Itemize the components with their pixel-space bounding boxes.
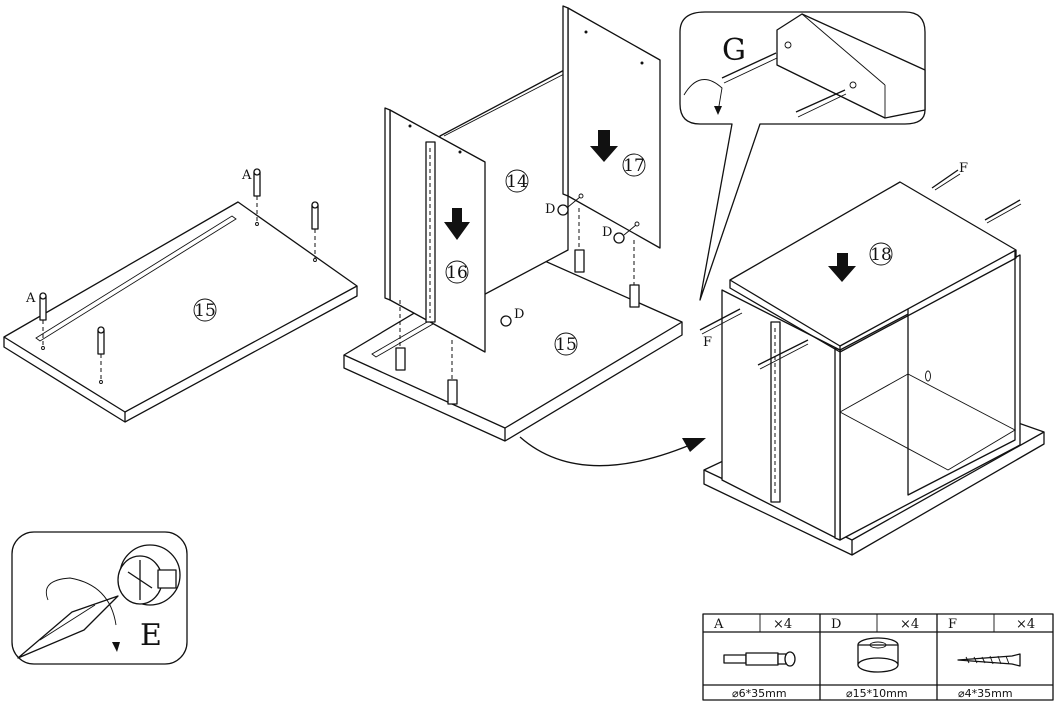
cam-locks-d bbox=[500, 193, 640, 327]
cam-bolt-icon bbox=[723, 651, 796, 667]
step3-cabinet: 18 F F bbox=[699, 161, 1045, 556]
part-number-16: 16 bbox=[446, 263, 468, 283]
step-arrow bbox=[519, 436, 706, 467]
table-letter-a: A bbox=[713, 617, 724, 632]
detail-bubble-e bbox=[11, 531, 188, 665]
cam-lock-icon bbox=[857, 637, 899, 673]
cam-bolt-a-1 bbox=[253, 168, 261, 226]
screws-f bbox=[699, 169, 1022, 370]
cam-bolt-a-3 bbox=[39, 292, 47, 350]
table-size-f: ⌀4*35mm bbox=[958, 687, 1013, 700]
step2-assembly: 15 14 17 16 bbox=[343, 5, 683, 442]
hardware-table bbox=[702, 613, 1054, 701]
cam-bolt-a-2 bbox=[311, 201, 319, 262]
label-f-top: F bbox=[959, 161, 968, 176]
label-d-3: D bbox=[514, 307, 524, 322]
wood-screw-icon bbox=[957, 653, 1021, 667]
part-number-18: 18 bbox=[870, 245, 892, 265]
part-number-17: 17 bbox=[623, 156, 645, 176]
label-a-top: A bbox=[241, 168, 252, 183]
step1-bottom-panel: A A 15 bbox=[3, 168, 358, 423]
table-letter-d: D bbox=[831, 617, 841, 632]
part-number-15-b: 15 bbox=[555, 335, 577, 355]
table-size-a: ⌀6*35mm bbox=[732, 687, 787, 700]
dowels bbox=[395, 208, 640, 405]
table-letter-f: F bbox=[948, 617, 957, 632]
label-a-left: A bbox=[25, 291, 36, 306]
table-qty-d: ×4 bbox=[900, 617, 919, 632]
part-number-15: 15 bbox=[194, 301, 216, 321]
detail-bubble-g bbox=[679, 11, 926, 301]
table-qty-a: ×4 bbox=[773, 617, 792, 632]
table-qty-f: ×4 bbox=[1016, 617, 1035, 632]
label-d-2: D bbox=[602, 225, 612, 240]
table-size-d: ⌀15*10mm bbox=[846, 687, 908, 700]
label-e: E bbox=[140, 618, 162, 653]
label-d-1: D bbox=[545, 202, 555, 217]
label-f-left: F bbox=[703, 335, 712, 350]
part-number-14: 14 bbox=[506, 172, 528, 192]
cam-bolt-a-4 bbox=[97, 326, 105, 384]
label-g: G bbox=[722, 33, 746, 68]
